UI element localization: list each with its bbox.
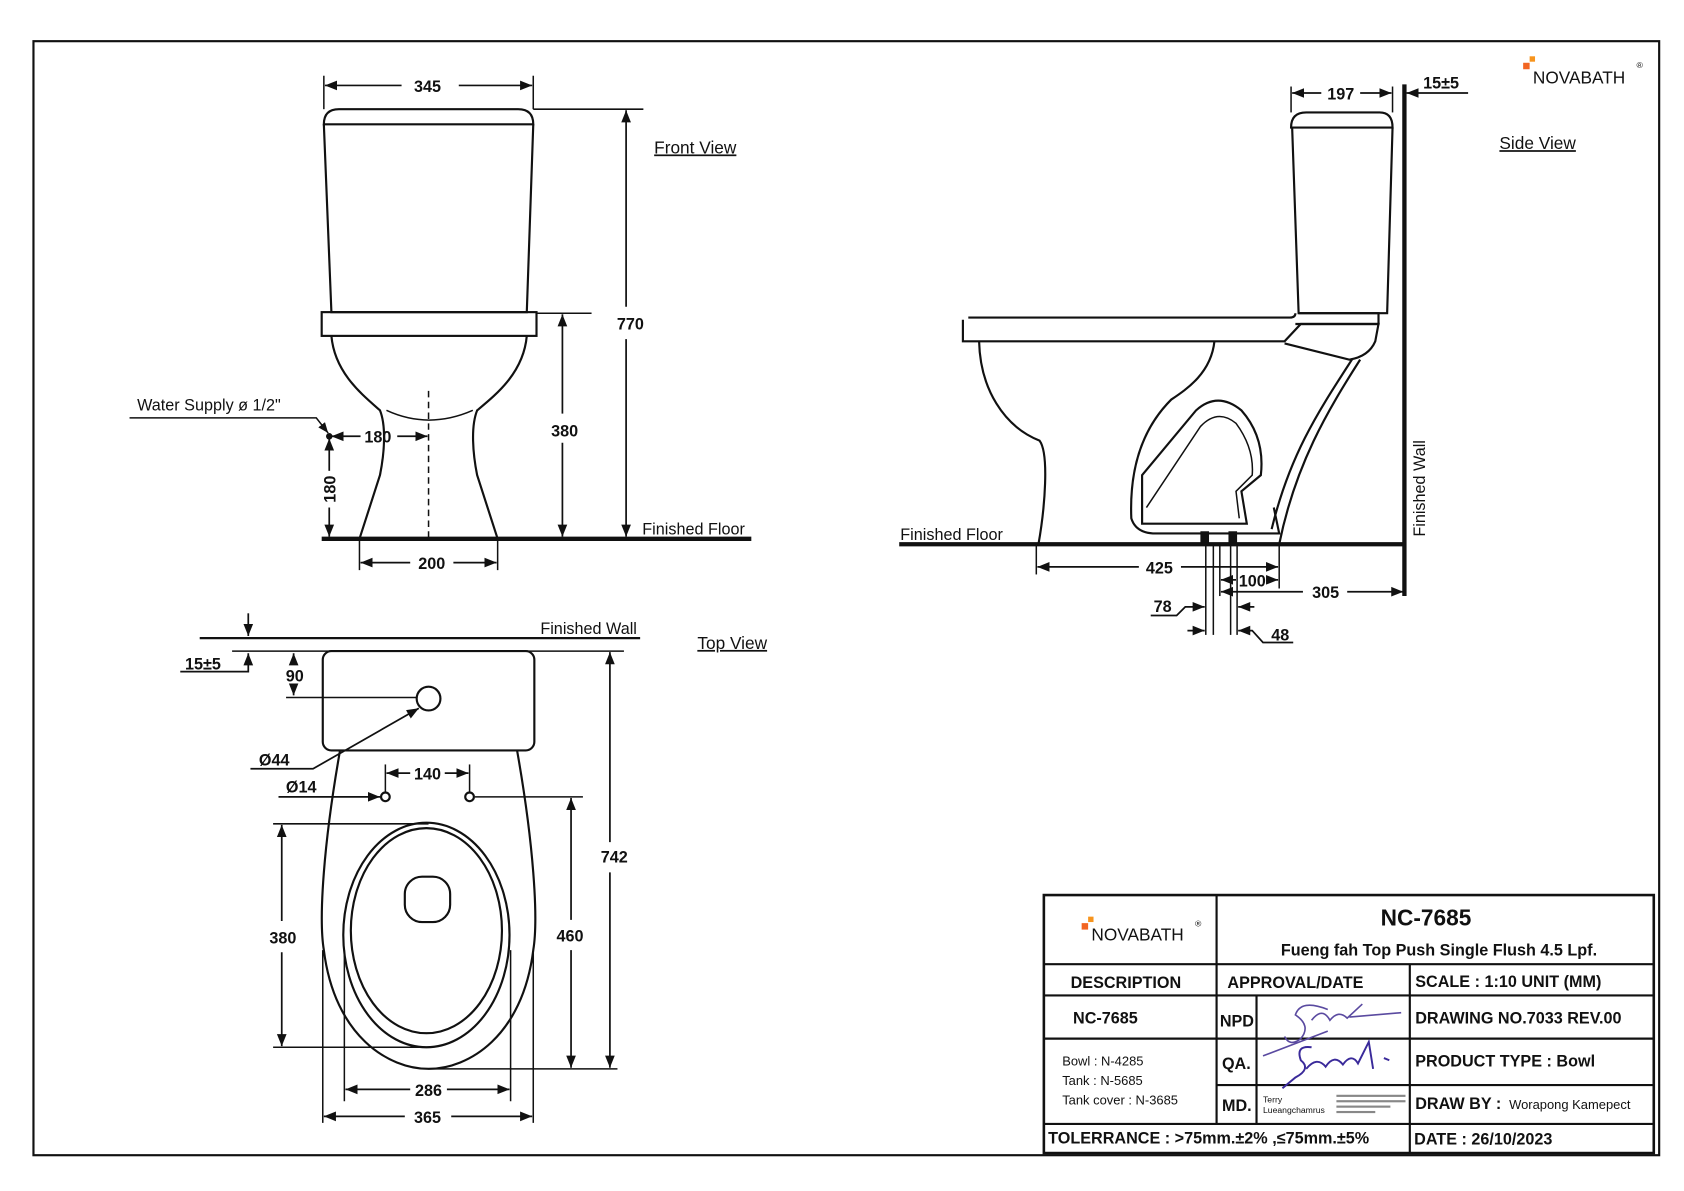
dim-total-height: 770: [617, 315, 644, 333]
part-bowl: Bowl : N-4285: [1062, 1054, 1143, 1069]
side-floor-label: Finished Floor: [900, 526, 1003, 544]
seat-outer: [342, 821, 511, 1049]
brand-registered-title-block: ®: [1195, 918, 1202, 928]
md-signer-first: Terry: [1263, 1094, 1283, 1104]
dim-front-to-outlet: 425: [1146, 559, 1173, 577]
side-trap-inner: [1141, 399, 1263, 525]
title-block-logo: NOVABATH ®: [1081, 916, 1202, 944]
finished-floor-label: Finished Floor: [642, 521, 745, 539]
description-header: DESCRIPTION: [1071, 974, 1182, 992]
dim-base-width: 200: [418, 555, 445, 573]
bolt-hole-right: [464, 791, 475, 803]
bowl-inner-arc: [386, 409, 474, 421]
dim-button-dia: Ø44: [259, 752, 290, 770]
bolt-hole-left: [379, 791, 391, 803]
top-wall-label: Finished Wall: [540, 620, 637, 638]
dim-width: 345: [414, 78, 441, 96]
tank-body: [322, 124, 535, 314]
model-subtitle: Fueng fah Top Push Single Flush 4.5 Lpf.: [1281, 942, 1597, 960]
side-back-inner: [1270, 357, 1354, 530]
dim-bolt-a: 78: [1154, 598, 1172, 616]
md-label: MD.: [1222, 1097, 1252, 1115]
bowl-right: [471, 335, 528, 540]
part-tank-cover: Tank cover : N-3685: [1062, 1092, 1178, 1107]
brand-registered-top: ®: [1637, 60, 1644, 70]
dim-outlet-span: 100: [1239, 572, 1266, 590]
dim-hole-dia: Ø14: [286, 779, 317, 797]
dim-supply-height: 180: [322, 476, 340, 503]
drawing-number: DRAWING NO.7033 REV.00: [1415, 1010, 1621, 1028]
md-signer-last: Lueangchamrus: [1263, 1105, 1325, 1115]
signature-qa: [1281, 1038, 1390, 1090]
seat-band: [320, 311, 538, 337]
front-view: 345 770 380 Front View Finished Floor Wa…: [129, 75, 752, 573]
side-view-title: Side View: [1499, 133, 1576, 153]
top-view: Finished Wall Top View 15±5 90 Ø44 140 Ø…: [180, 613, 768, 1127]
dim-button-offset: 90: [286, 667, 304, 685]
top-view-title: Top View: [697, 633, 767, 653]
dim-seat-width: 286: [415, 1082, 442, 1100]
flush-button: [415, 685, 442, 712]
top-tank: [321, 650, 536, 752]
qa-label: QA.: [1222, 1055, 1251, 1073]
dim-top-wall-gap: 15±5: [185, 655, 221, 673]
top-bowl-outline: [320, 750, 537, 1070]
brand-logo-top: NOVABATH ®: [1523, 56, 1644, 87]
drawing-date: DATE : 26/10/2023: [1414, 1130, 1552, 1148]
dim-seat-length: 380: [269, 930, 296, 948]
side-tank-lid: [1289, 111, 1394, 129]
npd-label: NPD: [1220, 1013, 1254, 1031]
title-block: NOVABATH ® NC-7685 Fueng fah Top Push Si…: [1042, 893, 1656, 1155]
tank-lid: [322, 108, 535, 126]
dim-outlet-to-wall: 305: [1312, 584, 1339, 602]
brand-name-title-block: NOVABATH: [1091, 924, 1183, 944]
draw-by-label: DRAW BY :: [1415, 1095, 1501, 1113]
md-stamp: [1336, 1094, 1406, 1114]
side-seat: [961, 313, 1380, 361]
bowl-hole: [403, 875, 452, 924]
signature-npd: [1262, 1003, 1402, 1057]
side-wall-label: Finished Wall: [1411, 440, 1429, 537]
brand-name-top: NOVABATH: [1533, 67, 1625, 87]
side-back-outer: [1278, 359, 1362, 545]
dim-bolt-b: 48: [1271, 626, 1289, 644]
product-type: PRODUCT TYPE : Bowl: [1415, 1053, 1595, 1071]
seat-inner: [349, 827, 504, 1035]
dim-bowl-depth: 460: [556, 927, 583, 945]
side-trap-outer: [1130, 341, 1281, 535]
dim-supply-offset: 180: [364, 429, 391, 447]
dim-hole-spacing: 140: [414, 766, 441, 784]
scale-label: SCALE : 1:10 UNIT (MM): [1415, 973, 1601, 991]
side-view: Finished Floor Finished Wall Side View 1…: [899, 75, 1576, 644]
dim-seat-height: 380: [551, 422, 578, 440]
dim-bowl-width: 365: [414, 1109, 441, 1127]
side-bowl-front: [978, 341, 1047, 545]
side-tank-body: [1291, 127, 1394, 315]
description-model: NC-7685: [1073, 1010, 1138, 1028]
dim-total-depth: 742: [601, 849, 628, 867]
bowl-left: [330, 335, 386, 540]
dim-wall-gap: 15±5: [1423, 75, 1459, 93]
approval-header: APPROVAL/DATE: [1227, 974, 1363, 992]
dim-tank-depth: 197: [1327, 85, 1354, 103]
part-tank: Tank : N-5685: [1062, 1073, 1143, 1088]
front-view-title: Front View: [654, 137, 737, 157]
drawing-border: [32, 40, 1661, 1157]
water-supply-label: Water Supply ø 1/2": [137, 396, 281, 414]
draw-by-name: Worapong Kamepect: [1509, 1097, 1631, 1112]
tolerance: TOLERRANCE : >75mm.±2% ,≤75mm.±5%: [1048, 1129, 1369, 1147]
model-title: NC-7685: [1381, 904, 1472, 930]
